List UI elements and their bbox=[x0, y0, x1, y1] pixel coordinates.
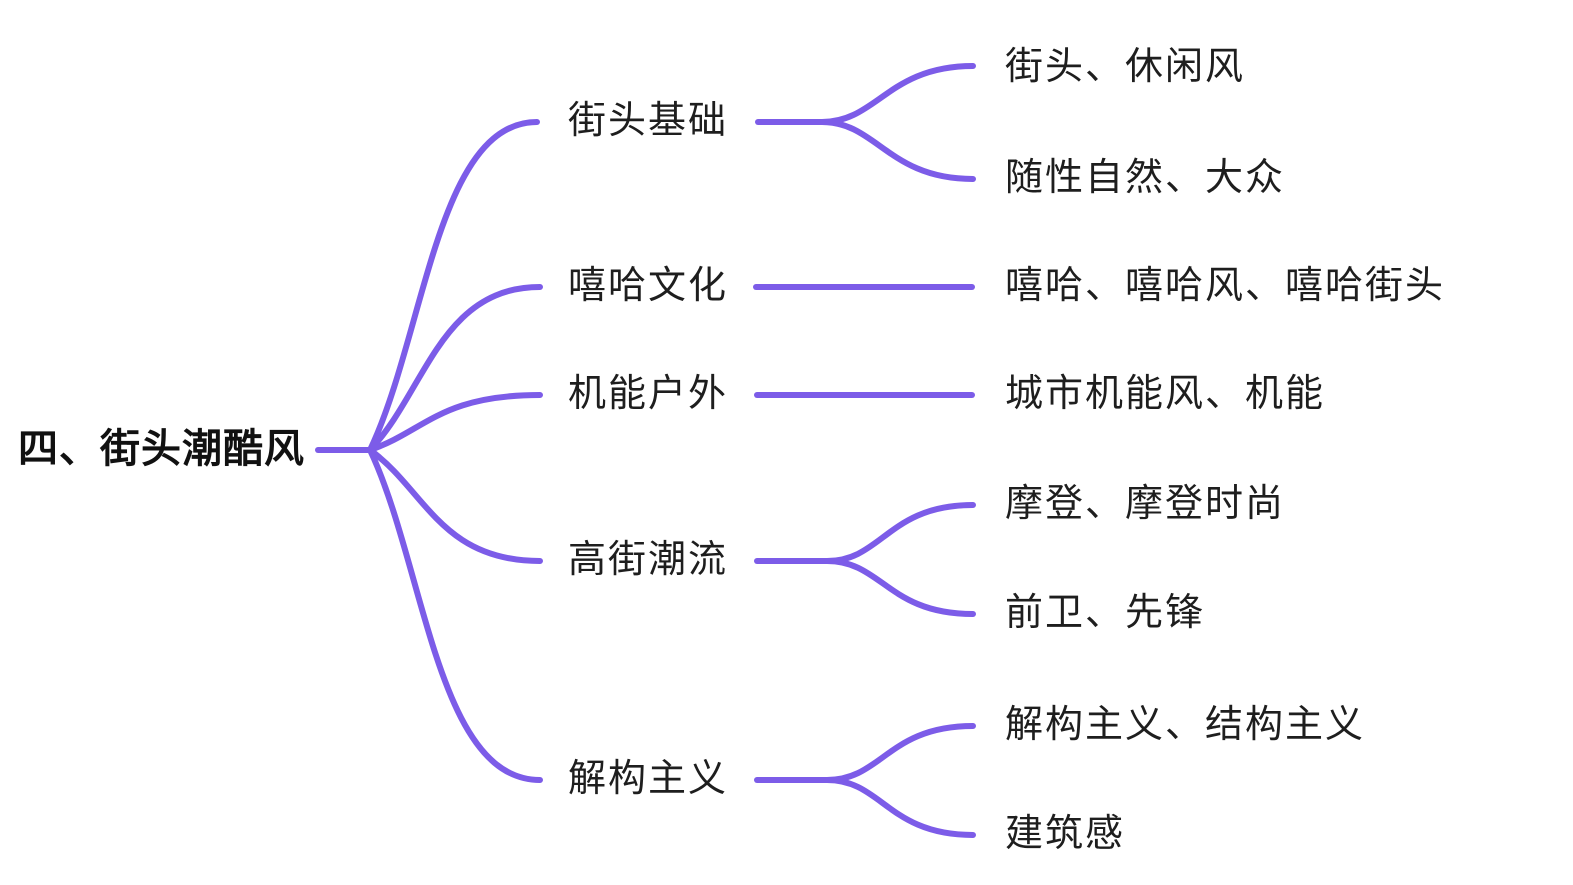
connector-branch-4-to-leaf-2 bbox=[824, 558, 976, 617]
leaf-node-avantgarde-pioneer[interactable]: 前卫、先锋 bbox=[1005, 592, 1206, 635]
connector-branch-5-to-leaf-1 bbox=[824, 723, 976, 783]
branch-node-gorpcore-outdoor[interactable]: 机能户外 bbox=[568, 373, 729, 416]
connector-root-to-branch-4 bbox=[367, 447, 543, 564]
connector-branch-1-to-leaf-1 bbox=[819, 63, 976, 125]
leaf-node-hiphop-street[interactable]: 嘻哈、嘻哈风、嘻哈街头 bbox=[1005, 265, 1446, 308]
connector-root-to-branch-5 bbox=[367, 447, 543, 783]
connector-root-to-branch-3 bbox=[367, 392, 543, 453]
connector-root-to-branch-1 bbox=[367, 119, 540, 453]
branch-node-high-street[interactable]: 高街潮流 bbox=[568, 539, 729, 582]
connector-branch-1-to-leaf-2 bbox=[819, 119, 976, 182]
connector-branch-4-to-leaf-1 bbox=[824, 502, 976, 564]
branch-node-hiphop-culture[interactable]: 嘻哈文化 bbox=[568, 265, 729, 308]
connector-branch-5-to-leaf-2 bbox=[824, 777, 976, 838]
branch-node-street-basics[interactable]: 街头基础 bbox=[568, 100, 729, 143]
leaf-node-deconstruction-structuralism[interactable]: 解构主义、结构主义 bbox=[1005, 704, 1366, 747]
root-node[interactable]: 四、街头潮酷风 bbox=[18, 427, 305, 471]
branch-node-deconstruction[interactable]: 解构主义 bbox=[568, 758, 729, 801]
leaf-node-natural-mass[interactable]: 随性自然、大众 bbox=[1005, 157, 1286, 200]
leaf-node-architectural-feel[interactable]: 建筑感 bbox=[1005, 813, 1126, 856]
leaf-node-street-casual[interactable]: 街头、休闲风 bbox=[1005, 46, 1246, 89]
leaf-node-urban-techwear[interactable]: 城市机能风、机能 bbox=[1005, 373, 1326, 416]
leaf-node-modern-fashion[interactable]: 摩登、摩登时尚 bbox=[1005, 483, 1286, 526]
connector-root-to-branch-2 bbox=[367, 284, 543, 453]
